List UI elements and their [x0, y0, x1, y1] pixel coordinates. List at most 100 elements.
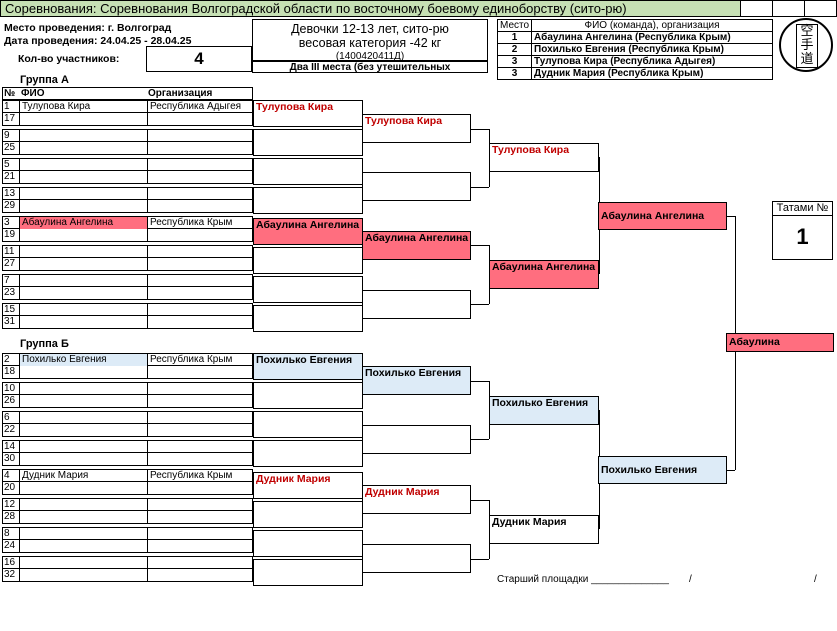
round2-box: Тулупова Кира — [362, 114, 471, 143]
participant-row: 32 — [2, 569, 253, 582]
group-b-label: Группа Б — [20, 338, 69, 350]
participant-name: Абаулина Ангелина — [19, 217, 147, 229]
participant-row: 12 — [2, 498, 253, 511]
participant-org — [147, 383, 253, 395]
semi-box-bottom: Похилько Евгения — [598, 456, 727, 484]
participant-org — [147, 304, 253, 316]
participant-row: 24 — [2, 540, 253, 553]
round3-box: Абаулина Ангелина — [489, 260, 599, 289]
result-name: Дудник Мария (Республика Крым) — [531, 67, 773, 80]
round1-box — [253, 276, 363, 303]
footer-slash: / — [814, 574, 817, 585]
round2-box — [362, 172, 471, 201]
group-a-header: № ФИО Организация — [2, 87, 253, 100]
draw-number: 32 — [4, 569, 16, 580]
participant-org: Республика Крым — [147, 470, 253, 482]
tatami-box: Татами № 1 — [772, 201, 833, 260]
participant-org: Республика Адыгея — [147, 101, 253, 113]
participant-name — [19, 557, 147, 569]
bracket-line — [471, 381, 489, 382]
participant-org — [147, 412, 253, 424]
count-label: Кол-во участников: — [18, 53, 120, 65]
round1-box — [253, 187, 363, 214]
draw-number: 23 — [4, 287, 16, 298]
draw-number: 16 — [4, 557, 16, 568]
category-line2: весовая категория -42 кг — [298, 36, 442, 50]
bracket-line — [471, 500, 489, 501]
participant-org — [147, 557, 253, 569]
round3-box: Похилько Евгения — [489, 396, 599, 425]
participant-row: 7 — [2, 274, 253, 287]
participant-row: 11 — [2, 245, 253, 258]
venue-text: Место проведения: г. Волгоград — [4, 22, 172, 34]
bracket-line — [471, 304, 489, 305]
bracket-line — [471, 439, 489, 440]
round1-box — [253, 382, 363, 409]
round1-box — [253, 501, 363, 528]
draw-number: 25 — [4, 142, 16, 153]
draw-number: 14 — [4, 441, 16, 452]
participant-row: 21 — [2, 171, 253, 184]
footer-slash: / — [689, 574, 692, 585]
participant-row: 17 — [2, 113, 253, 126]
participant-org — [147, 159, 253, 171]
draw-number: 9 — [4, 130, 10, 141]
participant-org — [147, 246, 253, 258]
participant-name — [19, 275, 147, 287]
bracket-line — [735, 216, 736, 342]
participant-org — [147, 499, 253, 511]
round1-box — [253, 305, 363, 332]
col-fio: ФИО — [21, 88, 45, 99]
participant-row: 14 — [2, 440, 253, 453]
draw-number: 26 — [4, 395, 16, 406]
category-note: Два III места (без утешительных — [252, 61, 488, 73]
round1-box — [253, 158, 363, 185]
participant-row: 9 — [2, 129, 253, 142]
participant-row: 8 — [2, 527, 253, 540]
participant-row: 6 — [2, 411, 253, 424]
bracket-line — [735, 342, 736, 470]
participant-row: 25 — [2, 142, 253, 155]
round2-box: Похилько Евгения — [362, 366, 471, 395]
draw-number: 11 — [4, 246, 15, 257]
karate-logo-icon: 空手道 — [779, 18, 833, 72]
tatami-label: Татами № — [773, 202, 832, 216]
place-header: Место — [496, 19, 533, 32]
participant-org — [147, 275, 253, 287]
result-name: Абаулина Ангелина (Республика Крым) — [531, 31, 773, 44]
bracket-line — [599, 216, 600, 274]
draw-number: 30 — [4, 453, 16, 464]
round1-box: Дудник Мария — [253, 472, 363, 499]
participant-row: 27 — [2, 258, 253, 271]
draw-number: 31 — [4, 316, 16, 327]
bracket-line — [599, 470, 600, 529]
header-cell — [805, 0, 837, 17]
round1-box — [253, 129, 363, 156]
participant-row: 29 — [2, 200, 253, 213]
participant-name: Дудник Мария — [19, 470, 147, 482]
place-cell: 2 — [496, 43, 533, 56]
participant-name — [19, 188, 147, 200]
round1-box: Похилько Евгения — [253, 353, 363, 380]
round2-box — [362, 425, 471, 454]
bracket-line — [471, 245, 489, 246]
category-box: Девочки 12-13 лет, сито-рю весовая катег… — [252, 19, 488, 61]
participant-name: Похилько Евгения — [19, 354, 147, 366]
bracket-line — [599, 410, 600, 470]
participant-name: Тулупова Кира — [19, 101, 147, 113]
tatami-number: 1 — [796, 224, 809, 249]
participant-name — [19, 304, 147, 316]
participant-row: 23 — [2, 287, 253, 300]
participant-org — [147, 441, 253, 453]
draw-number: 8 — [4, 528, 10, 539]
participant-name — [19, 412, 147, 424]
participant-row: 10 — [2, 382, 253, 395]
bracket-line — [727, 216, 735, 217]
bracket-line — [489, 245, 490, 304]
bracket-line — [727, 470, 735, 471]
participant-name — [19, 246, 147, 258]
